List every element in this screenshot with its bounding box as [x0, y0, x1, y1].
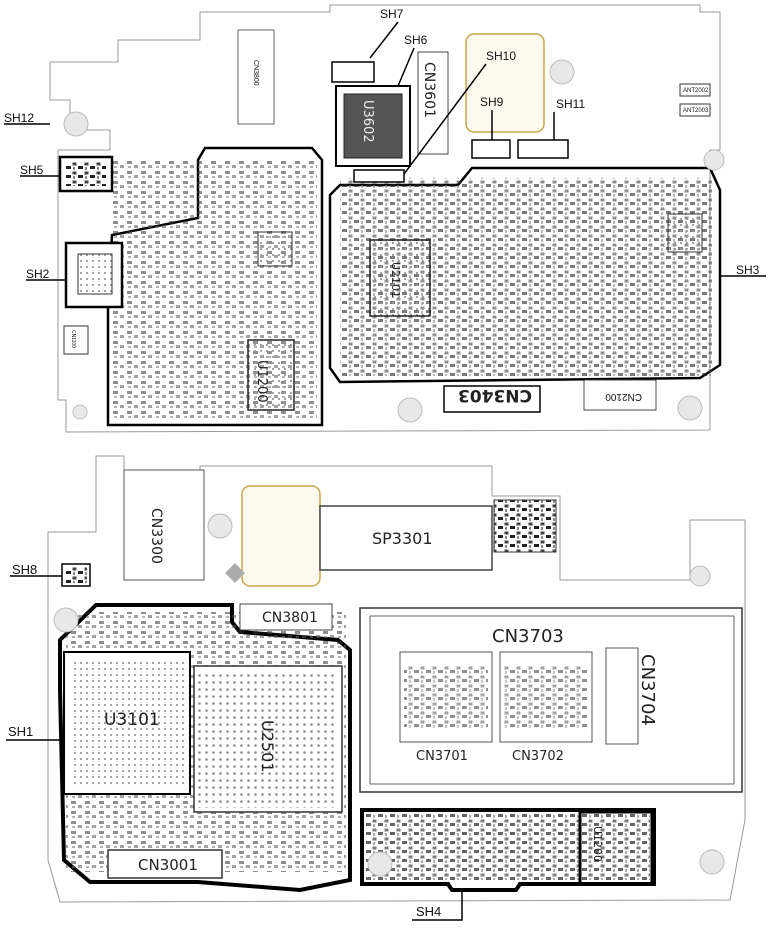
pointer-sh7	[369, 21, 399, 59]
cn3800-label: CN3800	[252, 60, 259, 86]
label-sh3: SH3	[736, 263, 760, 277]
sh5-parts	[66, 162, 106, 186]
sh4-parts-area	[366, 814, 650, 880]
top-ic-2	[667, 213, 703, 253]
cn3800-body	[237, 29, 275, 125]
label-sh9: SH9	[480, 95, 504, 109]
sh11-box	[517, 139, 569, 159]
top-hole-2	[549, 59, 575, 85]
top-hole-1	[63, 111, 89, 137]
pointer-sh10	[403, 63, 487, 175]
u3602-label: U3602	[360, 100, 375, 143]
cn3704-label: CN3704	[637, 654, 658, 726]
top-u1200-label: U1200	[254, 360, 269, 403]
cn3702-contacts	[504, 666, 588, 728]
u2501-balls	[198, 670, 338, 808]
label-sh11: SH11	[556, 97, 585, 111]
bottom-hole-2	[207, 513, 233, 539]
ant2002-pad	[679, 83, 711, 97]
label-sh10: SH10	[486, 49, 516, 63]
cn3801-label: CN3801	[262, 610, 318, 626]
label-sh8: SH8	[12, 562, 37, 577]
top-board: U1200 U2101 U3602 CN3601 CN3800 ANT2002	[4, 4, 766, 433]
ant2002-label: ANT2002	[683, 88, 709, 94]
label-sh4: SH4	[416, 904, 441, 919]
u3101-balls	[70, 658, 184, 788]
ant2003-label: ANT2003	[683, 108, 709, 114]
top-hole-5	[677, 395, 703, 421]
top-ic-1	[257, 231, 293, 267]
top-gold-can	[465, 33, 545, 133]
cn3601-label: CN3601	[421, 62, 437, 118]
label-sh5: SH5	[20, 163, 44, 177]
top-u2101-chip	[369, 239, 431, 317]
label-sh6: SH6	[404, 33, 428, 47]
bottom-u1200-label: U1200	[591, 826, 604, 862]
sh9-box	[471, 139, 511, 159]
cn3300-label: CN3300	[148, 508, 164, 564]
u3101-label: U3101	[104, 710, 160, 730]
cn3701-contacts	[404, 666, 488, 728]
cn3403-label-flipped: CN3403	[458, 385, 532, 405]
bottom-hole-3	[367, 851, 393, 877]
label-sh1: SH1	[8, 724, 33, 739]
cn1100-label: CN1100	[70, 330, 76, 348]
sh7-box	[331, 61, 375, 83]
shield-sh3-outline	[328, 166, 722, 384]
ant2003-pad	[679, 103, 711, 117]
top-hole-6	[72, 404, 88, 420]
top-hole-3	[703, 149, 725, 171]
sh2-sub-ic	[77, 253, 113, 295]
u3602-chip	[343, 93, 403, 159]
top-u1200-chip	[247, 339, 295, 411]
cn2100-label: CN2100	[605, 391, 642, 402]
pointer-sh6	[397, 47, 415, 87]
cn3702-label: CN3702	[512, 749, 564, 764]
top-hole-4	[397, 397, 423, 423]
label-sh2: SH2	[26, 267, 50, 281]
bottom-hole-5	[689, 565, 711, 587]
cn3701-label: CN3701	[416, 749, 468, 764]
cn3001-body	[107, 849, 223, 879]
cn3703-label: CN3703	[492, 626, 564, 647]
sh4-sub-right	[578, 810, 654, 886]
cn3403-body	[443, 385, 541, 413]
bottom-board: U3101 U2501 CN3001 CN3300 SP3301 CN3801 …	[6, 455, 746, 921]
u2501-label: U2501	[258, 720, 277, 772]
sh6-box	[353, 169, 405, 183]
sp3301-body	[319, 505, 493, 571]
sh8-parts	[65, 567, 87, 583]
label-sh12: SH12	[4, 111, 34, 125]
cn3704-slot	[605, 647, 639, 745]
cn3300-body	[123, 469, 205, 581]
cn1100-body	[63, 325, 89, 355]
sp3301-label: SP3301	[372, 529, 433, 548]
cn3801-body	[239, 603, 333, 631]
cn3001-label: CN3001	[138, 856, 198, 874]
sp3301-module	[493, 499, 557, 553]
top-u2101-label: U2101	[389, 262, 402, 298]
cn3703-inner	[369, 615, 735, 785]
pointer-sh4	[412, 890, 463, 921]
bottom-hole-4	[699, 849, 725, 875]
shield-sh4-outline	[360, 808, 656, 892]
bottom-hole-1	[53, 607, 79, 633]
cn3601-body	[417, 51, 449, 155]
bottom-gold-can	[241, 485, 321, 587]
cn2100-body	[583, 379, 657, 411]
label-sh7: SH7	[380, 7, 404, 21]
